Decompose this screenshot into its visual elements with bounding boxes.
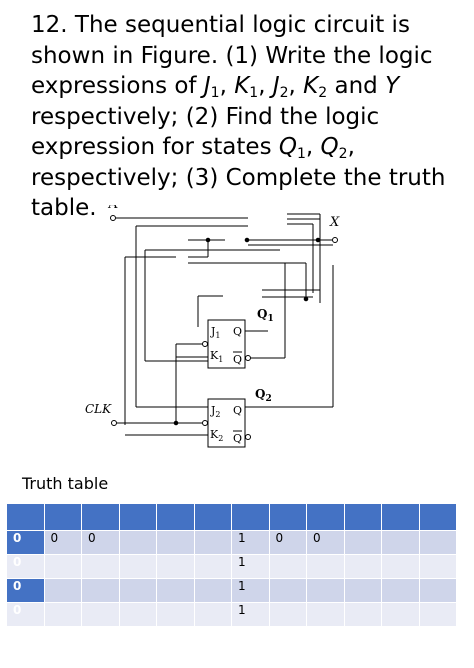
truth-table-cell: 0 xyxy=(81,530,120,555)
truth-table-cell xyxy=(118,554,157,579)
truth-table-cell xyxy=(118,530,157,555)
ff1-j-label: J1 xyxy=(210,325,221,340)
truth-table-cell xyxy=(193,554,232,579)
truth-table-cell xyxy=(193,602,232,627)
output-x-label: X xyxy=(329,215,340,230)
truth-table-header-cell xyxy=(81,503,120,531)
ff2-qbar-label: Q xyxy=(233,432,242,445)
truth-table-header-cell xyxy=(343,503,382,531)
truth-table-cell xyxy=(156,602,195,627)
q2-output-label: Q2 xyxy=(255,387,272,404)
truth-table-cell xyxy=(43,554,82,579)
truth-table-cell: 1 xyxy=(231,578,270,603)
truth-table-cell: 0 xyxy=(6,602,45,627)
ff1-qbar-label: Q xyxy=(233,353,242,366)
truth-table-header-row xyxy=(6,503,457,531)
input-a-terminal xyxy=(110,215,116,221)
ff1-q-label: Q xyxy=(233,325,242,338)
truth-table-header-cell xyxy=(193,503,232,531)
truth-table-cell xyxy=(306,554,345,579)
ff2-q-label: Q xyxy=(233,404,242,417)
ff2-j-label: J2 xyxy=(210,404,221,419)
truth-table-cell: 1 xyxy=(231,554,270,579)
truth-table-cell xyxy=(306,602,345,627)
truth-table-header-cell xyxy=(43,503,82,531)
truth-table-cell xyxy=(81,554,120,579)
truth-table-header-cell xyxy=(118,503,157,531)
truth-table-cell xyxy=(193,578,232,603)
truth-table-cell xyxy=(156,530,195,555)
question-text: 12. The sequential logic circuit is show… xyxy=(31,12,446,221)
truth-table-cell xyxy=(418,554,457,579)
truth-table-cell xyxy=(343,578,382,603)
truth-table-cell xyxy=(118,578,157,603)
truth-table-cell xyxy=(381,578,420,603)
truth-table-cell xyxy=(156,554,195,579)
truth-table-cell xyxy=(306,578,345,603)
truth-table-cell xyxy=(381,554,420,579)
truth-table-cell: 0 xyxy=(6,554,45,579)
truth-table-cell: 0 xyxy=(268,530,307,555)
truth-table-cell xyxy=(118,602,157,627)
truth-table-cell xyxy=(268,554,307,579)
input-a-label: A xyxy=(107,205,118,212)
truth-table-header-cell xyxy=(156,503,195,531)
truth-table-cell xyxy=(81,602,120,627)
truth-table-cell xyxy=(343,602,382,627)
q1-output-label: Q1 xyxy=(257,307,274,324)
truth-table-cell: 1 xyxy=(231,530,270,555)
truth-table-cell xyxy=(43,602,82,627)
truth-table-cell xyxy=(268,602,307,627)
truth-table-cell xyxy=(43,578,82,603)
clk-label: CLK xyxy=(85,402,112,416)
truth-table-cell xyxy=(156,578,195,603)
clk-terminal xyxy=(111,420,117,426)
truth-table-cell xyxy=(81,578,120,603)
truth-table-cell xyxy=(343,530,382,555)
truth-table-cell xyxy=(343,554,382,579)
truth-table-cell xyxy=(418,530,457,555)
truth-table-cell xyxy=(268,578,307,603)
truth-table-cell xyxy=(418,578,457,603)
truth-table-cell xyxy=(418,602,457,627)
truth-table-header-cell xyxy=(418,503,457,531)
truth-table-title: Truth table xyxy=(22,474,109,493)
truth-table-cell xyxy=(381,602,420,627)
truth-table-header-cell xyxy=(306,503,345,531)
ff1-k-label: K1 xyxy=(210,349,223,364)
truth-table-header-cell xyxy=(381,503,420,531)
output-x-terminal xyxy=(332,237,338,243)
truth-table-header-cell xyxy=(268,503,307,531)
truth-table-header-cell xyxy=(231,503,270,531)
truth-table-cell: 0 xyxy=(306,530,345,555)
truth-table-cell: 1 xyxy=(231,602,270,627)
truth-table-cell: 0 xyxy=(6,530,45,555)
logic-circuit-diagram: A X J1 K1 Q Q Q1 J2 K2 Q Q xyxy=(85,205,340,448)
truth-table-cell xyxy=(381,530,420,555)
truth-table-cell xyxy=(193,530,232,555)
ff2-k-label: K2 xyxy=(210,428,223,443)
truth-table-cell: 0 xyxy=(43,530,82,555)
truth-table-header-cell xyxy=(6,503,45,531)
truth-table-cell: 0 xyxy=(6,578,45,603)
